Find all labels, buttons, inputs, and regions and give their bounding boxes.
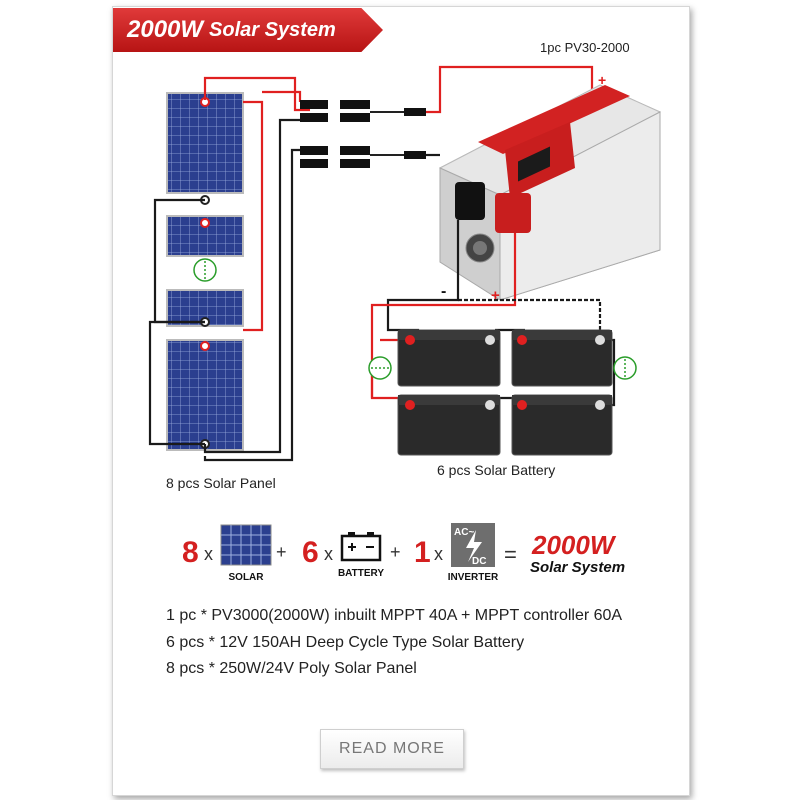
battery-positive-terminal xyxy=(495,193,531,233)
result-caption: Solar System xyxy=(530,559,626,576)
mc4-connectors xyxy=(300,100,426,168)
times-sign: x xyxy=(204,544,213,564)
system-formula: 8 x SOLAR + 6 x BATTERY + 1 x AC~ DC INV… xyxy=(0,522,800,592)
result-power: 2000W xyxy=(532,530,615,560)
svg-text:-: - xyxy=(441,283,446,300)
svg-text:AC~: AC~ xyxy=(454,527,474,538)
banner-title-big: 2000W xyxy=(127,16,204,43)
banner-title-small: Solar System xyxy=(209,18,336,41)
battery-bank xyxy=(368,329,637,456)
battery-icon xyxy=(340,532,382,562)
spec-battery: 6 pcs * 12V 150AH Deep Cycle Type Solar … xyxy=(166,634,525,651)
battery xyxy=(397,394,501,456)
inverter-unit: SOLAR INVERTER POWER xyxy=(438,74,662,301)
plus-sign: + xyxy=(390,542,401,562)
solar-panel-label: 8 pcs Solar Panel xyxy=(166,475,276,491)
times-sign: x xyxy=(324,544,333,564)
spec-inverter: 1 pc * PV3000(2000W) inbuilt MPPT 40A + … xyxy=(166,607,623,624)
svg-text:+: + xyxy=(598,72,606,88)
solar-panel-icon xyxy=(220,524,272,566)
spec-panel: 8 pcs * 250W/24V Poly Solar Panel xyxy=(166,660,417,677)
panel-count: 8 xyxy=(182,536,199,569)
read-more-button[interactable]: READ MORE xyxy=(320,729,464,769)
solar-caption: SOLAR xyxy=(228,572,264,583)
inverter-caption: INVERTER xyxy=(447,572,499,583)
solar-panel xyxy=(166,92,244,194)
inverter-icon: AC~ DC xyxy=(451,523,495,567)
battery-caption: BATTERY xyxy=(337,568,385,579)
battery xyxy=(397,329,501,387)
solar-battery-label: 6 pcs Solar Battery xyxy=(437,462,556,478)
inverter-label: 1pc PV30-2000 xyxy=(540,40,630,55)
title-banner: 2000W Solar System xyxy=(113,8,383,52)
battery xyxy=(511,394,613,456)
svg-text:+: + xyxy=(491,287,500,304)
solar-panel xyxy=(166,339,244,451)
solar-panel-stack xyxy=(166,92,244,451)
battery xyxy=(511,329,613,387)
battery-count: 6 xyxy=(302,536,319,569)
panel-wiring xyxy=(148,76,310,462)
plus-sign: + xyxy=(276,542,287,562)
times-sign: x xyxy=(434,544,443,564)
battery-negative-terminal xyxy=(455,182,485,220)
inverter-count: 1 xyxy=(414,536,431,569)
svg-text:DC: DC xyxy=(472,556,486,567)
equals-sign: = xyxy=(504,542,517,567)
